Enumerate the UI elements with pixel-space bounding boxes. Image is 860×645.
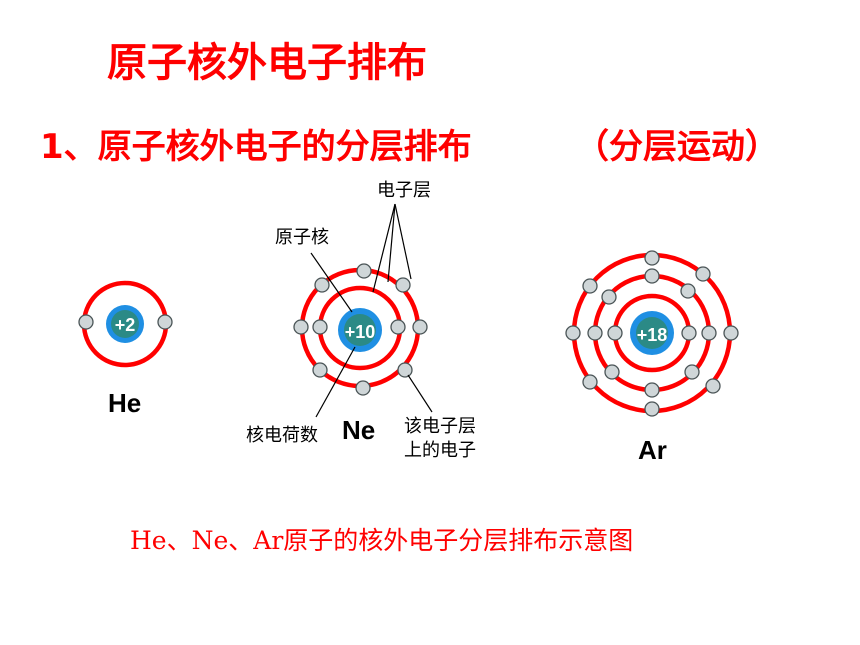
ne-symbol: Ne — [342, 415, 375, 445]
ar-charge: +18 — [637, 325, 668, 345]
ar-electron — [684, 364, 700, 380]
electron-leader-line — [407, 374, 433, 413]
ar-electron — [587, 325, 603, 341]
ar-electron — [705, 378, 721, 394]
figure-caption: He、Ne、Ar原子的核外电子分层排布示意图 — [130, 526, 634, 555]
label-shell-electrons: 上的电子 — [404, 440, 476, 461]
he-nucleus-core — [111, 310, 139, 338]
ar-symbol: Ar — [638, 435, 667, 465]
ne-electron — [390, 319, 406, 335]
shell-leader-line — [372, 203, 396, 293]
he-electron — [157, 314, 173, 330]
ne-electron — [397, 362, 413, 378]
he-charge: +2 — [115, 315, 136, 335]
he-symbol: He — [108, 388, 141, 418]
shell-leader-line — [387, 203, 396, 283]
section-heading: 1、原子核外电子的分层排布 — [40, 127, 472, 167]
ne-electron — [356, 263, 372, 279]
label-shell-electrons: 该电子层 — [404, 416, 476, 437]
ar-electron — [644, 382, 660, 398]
ne-electron — [312, 319, 328, 335]
ar-electron — [582, 374, 598, 390]
section-note: （分层运动） — [575, 127, 779, 167]
page-title: 原子核外电子排布 — [107, 40, 427, 86]
ar-nucleus-core — [636, 317, 668, 349]
ne-charge: +10 — [345, 322, 376, 342]
ar-electron — [723, 325, 739, 341]
atom-ar: +18 Ar — [565, 250, 739, 465]
ar-electron — [680, 283, 696, 299]
ar-electron — [607, 325, 623, 341]
ar-electron — [681, 325, 697, 341]
ar-electron — [582, 278, 598, 294]
atom-ne: +10 Ne — [293, 263, 428, 445]
ar-electron — [604, 364, 620, 380]
ar-electron — [565, 325, 581, 341]
ne-electron — [412, 319, 428, 335]
ar-electron — [644, 250, 660, 266]
ar-electron — [644, 401, 660, 417]
nucleus-leader-line — [310, 252, 353, 313]
ar-electron — [644, 268, 660, 284]
charge-leader-line — [315, 346, 356, 418]
he-electron — [78, 314, 94, 330]
ne-electron — [395, 277, 411, 293]
ar-electron — [695, 266, 711, 282]
label-electron-shell: 电子层 — [377, 180, 431, 201]
ar-electron — [701, 325, 717, 341]
ne-electron — [312, 362, 328, 378]
label-nuclear-charge: 核电荷数 — [246, 425, 318, 446]
label-nucleus: 原子核 — [275, 227, 329, 248]
ne-electron — [314, 277, 330, 293]
ar-electron — [601, 289, 617, 305]
atom-he: +2 He — [78, 280, 173, 418]
ne-electron — [293, 319, 309, 335]
ne-electron — [355, 380, 371, 396]
ne-nucleus-core — [344, 314, 376, 346]
shell-leader-line — [394, 203, 412, 280]
